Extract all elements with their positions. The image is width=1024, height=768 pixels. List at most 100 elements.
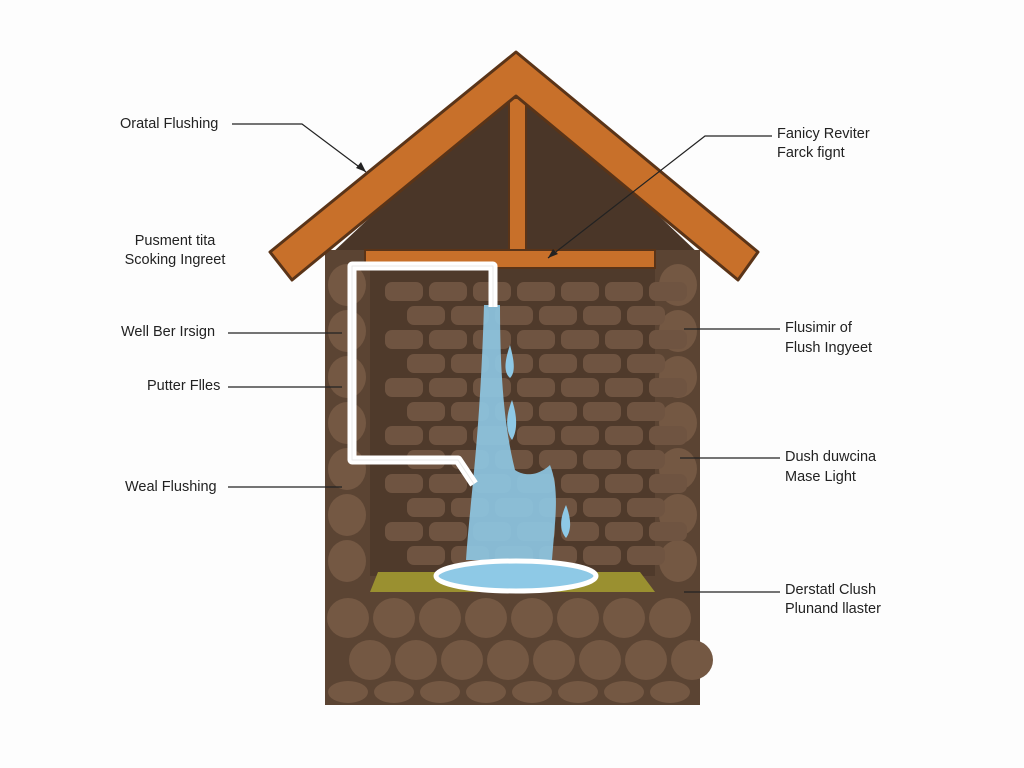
brick (517, 426, 555, 445)
label-derstatl-2: Plunand llaster (785, 601, 881, 617)
water-pool (433, 558, 599, 594)
brick (605, 474, 643, 493)
leader-lines (228, 123, 780, 593)
wall-stone (487, 640, 529, 680)
brick (539, 402, 577, 421)
wall-stone (328, 540, 366, 582)
wall-stone (373, 598, 415, 638)
brick (429, 282, 467, 301)
wall-stone (558, 681, 598, 703)
wall-stone (557, 598, 599, 638)
brick (385, 522, 423, 541)
brick (451, 306, 489, 325)
brick (583, 450, 621, 469)
brick (407, 402, 445, 421)
wall-stone (328, 448, 366, 490)
wall-stone (374, 681, 414, 703)
brick (539, 306, 577, 325)
roof (268, 50, 760, 282)
brick (583, 402, 621, 421)
brick (407, 546, 445, 565)
brick (605, 522, 643, 541)
outer-stones (327, 264, 713, 703)
wall-stone (349, 640, 391, 680)
water-drop (561, 505, 571, 538)
brick (649, 474, 687, 493)
wall-stone (328, 402, 366, 444)
leader-fanicy (547, 135, 772, 259)
brick (583, 546, 621, 565)
wall-stone (649, 598, 691, 638)
brick (561, 378, 599, 397)
brick (495, 306, 533, 325)
label-pusment-1: Pusment tita (134, 233, 216, 249)
brick (605, 426, 643, 445)
wall-stone (625, 640, 667, 680)
wall-stone (466, 681, 506, 703)
label-dush-2: Mase Light (785, 469, 856, 485)
brick (561, 426, 599, 445)
label-pusment-2: Scoking Ingreet (124, 252, 226, 268)
label-fanicy-2: Farck fignt (777, 145, 845, 161)
wall-stone (420, 681, 460, 703)
brick (517, 378, 555, 397)
brick (583, 306, 621, 325)
wall-stone (650, 681, 690, 703)
roof-post (508, 97, 527, 254)
leader-oratal (232, 123, 367, 173)
wall-stone (465, 598, 507, 638)
brick (627, 450, 665, 469)
brick (407, 306, 445, 325)
brick (429, 522, 467, 541)
wall-stone (603, 598, 645, 638)
brick (627, 546, 665, 565)
brick (627, 354, 665, 373)
wall-stone (328, 681, 368, 703)
arrowhead-fanicy (548, 249, 558, 258)
label-fanicy-1: Fanicy Reviter (777, 126, 870, 142)
brick (649, 378, 687, 397)
brick (627, 402, 665, 421)
brick (583, 498, 621, 517)
wall-stone (327, 598, 369, 638)
brick (561, 522, 599, 541)
brick (539, 354, 577, 373)
wall-stone (533, 640, 575, 680)
wall-stone (395, 640, 437, 680)
wall-stone (419, 598, 461, 638)
wall-stone (659, 540, 697, 582)
brick (407, 498, 445, 517)
brick (495, 354, 533, 373)
brick (605, 330, 643, 349)
wall-stone (671, 640, 713, 680)
label-weal-flushing: Weal Flushing (125, 479, 217, 495)
brick (385, 378, 423, 397)
water-stream (466, 305, 556, 560)
wall-stone (328, 310, 366, 352)
brick (517, 282, 555, 301)
brick (561, 282, 599, 301)
brick (605, 378, 643, 397)
brick (385, 474, 423, 493)
water-drop (505, 345, 514, 378)
label-dush-1: Dush duwcina (785, 449, 877, 465)
wall-stone (328, 356, 366, 398)
label-oratal-flushing: Oratal Flushing (120, 116, 219, 132)
brick (539, 450, 577, 469)
arrowhead-oratal (356, 162, 366, 172)
brick (649, 426, 687, 445)
brick (649, 330, 687, 349)
brick (429, 378, 467, 397)
brick (583, 354, 621, 373)
label-derstatl-1: Derstatl Clush (785, 582, 877, 598)
pipe-outline (351, 265, 494, 485)
wall-stone (579, 640, 621, 680)
wall-stone (604, 681, 644, 703)
brick (451, 354, 489, 373)
brick (429, 426, 467, 445)
wall-stone (328, 494, 366, 536)
water-drop (507, 400, 517, 440)
brick (627, 306, 665, 325)
brick (649, 282, 687, 301)
